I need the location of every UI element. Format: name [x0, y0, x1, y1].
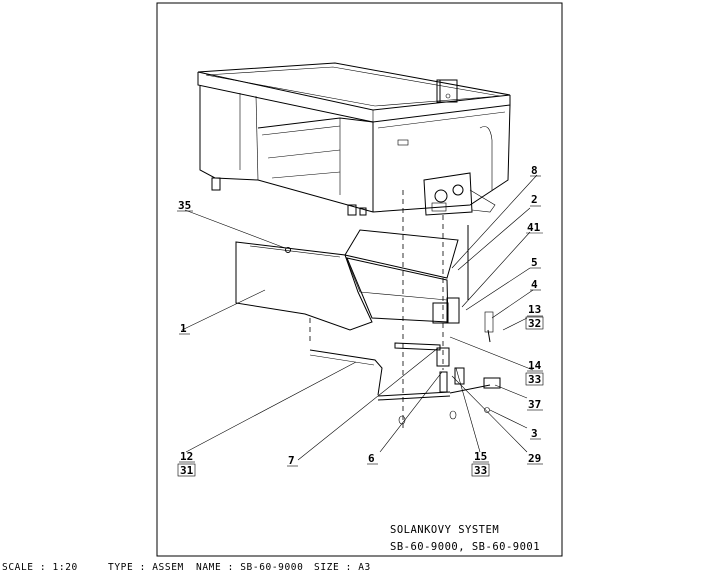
drawing-part-numbers: SB-60-9000, SB-60-9001	[390, 541, 540, 553]
callout-1: 1	[180, 322, 187, 335]
footer-size: SIZE : A3	[314, 562, 371, 573]
callout-33-lower: 33	[474, 464, 487, 477]
callout-4: 4	[531, 278, 538, 291]
callout-2: 2	[531, 193, 538, 206]
leader-lines	[181, 174, 538, 461]
callout-13: 13	[528, 303, 541, 316]
callout-32: 32	[528, 317, 541, 330]
callout-6: 6	[368, 452, 375, 465]
callout-31: 31	[180, 464, 194, 477]
callout-33-upper: 33	[528, 373, 541, 386]
callout-14: 14	[528, 359, 542, 372]
drawing-frame	[156, 2, 563, 557]
footer-scale: SCALE : 1:20	[2, 562, 78, 573]
drawing-title: SOLANKOVY SYSTEM	[390, 524, 499, 536]
callout-35: 35	[178, 199, 191, 212]
callout-12: 12	[180, 450, 193, 463]
callout-41: 41	[527, 221, 541, 234]
footer-name: NAME : SB-60-9000	[196, 562, 303, 573]
callout-37: 37	[528, 398, 541, 411]
callout-7: 7	[288, 454, 295, 467]
left-cover	[235, 241, 373, 331]
footer-type: TYPE : ASSEM	[108, 562, 184, 573]
right-cover	[344, 229, 459, 323]
callout-3: 3	[531, 427, 538, 440]
callout-29: 29	[528, 452, 541, 465]
callout-5: 5	[531, 256, 538, 269]
callout-labels: 8 2 41 5 4 13 32 14 33 37 3 29 15 33 6 7…	[177, 164, 544, 477]
callout-8: 8	[531, 164, 538, 177]
hopper-assembly	[197, 62, 511, 216]
callout-15: 15	[474, 450, 487, 463]
bracket-parts	[285, 225, 501, 425]
